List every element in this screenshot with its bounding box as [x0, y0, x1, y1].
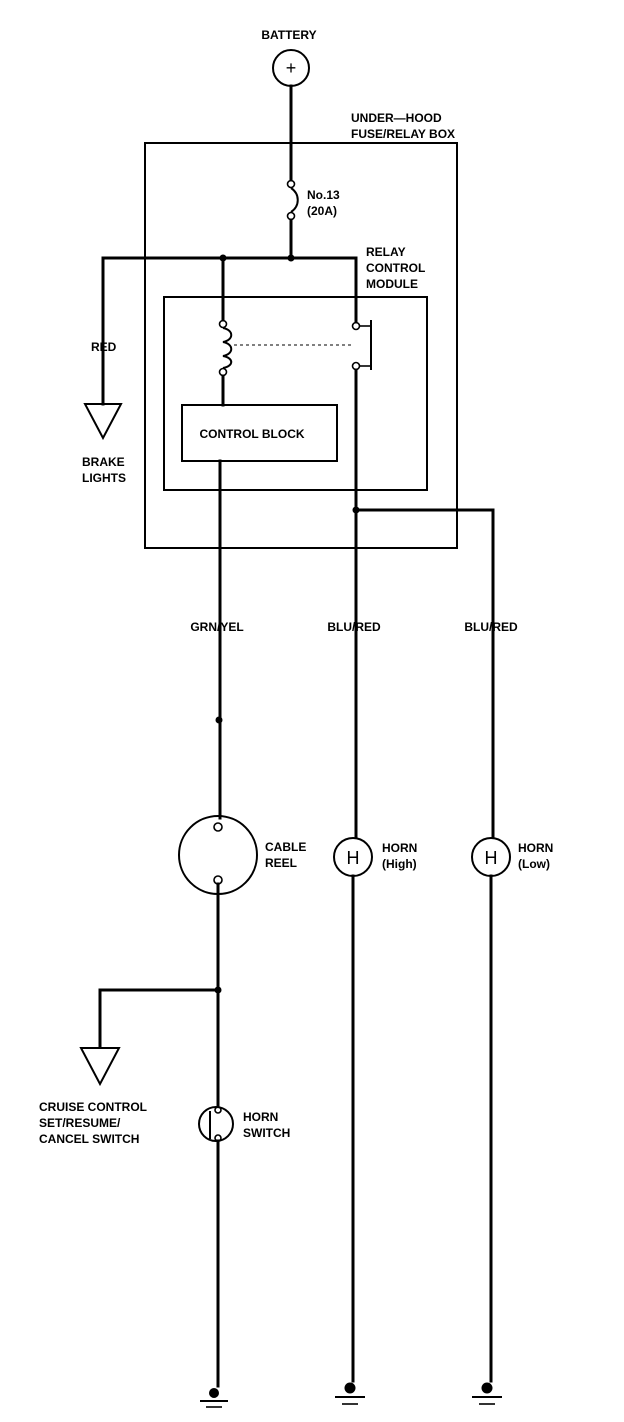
fuse-box-label-line1: UNDER—HOOD — [351, 111, 442, 125]
relay-control-module — [163, 296, 428, 491]
ground-symbol — [200, 1388, 228, 1408]
cruise-control-label-line3: CANCEL SWITCH — [39, 1132, 139, 1146]
ground-symbol — [335, 1382, 365, 1405]
horn-low-symbol: H — [485, 848, 498, 868]
relay-switch-contacts — [351, 320, 372, 371]
fuse-label-line2: (20A) — [307, 204, 337, 218]
connector-dot — [215, 716, 223, 724]
horn-low-label-line2: (Low) — [518, 857, 550, 871]
battery-plus-symbol: + — [286, 58, 297, 78]
fuse-box-label-line2: FUSE/RELAY BOX — [351, 127, 455, 141]
cruise-control-label-line2: SET/RESUME/ — [39, 1116, 121, 1130]
horn-high-label-line2: (High) — [382, 857, 417, 871]
relay-label-line1: RELAY — [366, 245, 406, 259]
cruise-control-connector-triangle — [79, 1047, 121, 1087]
fuse-no13 — [286, 179, 299, 260]
fuse-relay-box — [144, 142, 458, 549]
brake-lights-label-line1: BRAKE — [82, 455, 125, 469]
blu-red-wire-label-2: BLU/RED — [464, 620, 518, 634]
blu-red-wire-label-1: BLU/RED — [327, 620, 381, 634]
horn-switch-label-line2: SWITCH — [243, 1126, 290, 1140]
horn-high-label-line1: HORN — [382, 841, 417, 855]
horn-low: H — [471, 837, 511, 877]
grn-yel-wire-label: GRN/YEL — [190, 620, 243, 634]
horn-switch — [198, 1106, 234, 1142]
fuse-label-line1: No.13 — [307, 188, 340, 202]
horn-high-symbol: H — [347, 848, 360, 868]
cable-reel — [178, 815, 258, 895]
cruise-control-label-line1: CRUISE CONTROL — [39, 1100, 147, 1114]
relay-coil — [218, 319, 233, 377]
relay-label-line3: MODULE — [366, 277, 418, 291]
control-block — [181, 404, 338, 462]
brake-lights-connector-triangle — [83, 403, 123, 441]
cable-reel-label-line1: CABLE — [265, 840, 306, 854]
brake-lights-label-line2: LIGHTS — [82, 471, 126, 485]
battery-label: BATTERY — [261, 28, 316, 42]
relay-label-line2: CONTROL — [366, 261, 425, 275]
red-wire-label: RED — [91, 340, 117, 354]
horn-low-label-line1: HORN — [518, 841, 553, 855]
control-block-label: CONTROL BLOCK — [199, 427, 304, 441]
horn-high: H — [333, 837, 373, 877]
battery: + BATTERY — [261, 28, 317, 87]
cable-reel-label-line2: REEL — [265, 856, 297, 870]
junction-dot — [287, 254, 295, 262]
ground-symbol — [472, 1382, 502, 1405]
horn-switch-label-line1: HORN — [243, 1110, 278, 1124]
